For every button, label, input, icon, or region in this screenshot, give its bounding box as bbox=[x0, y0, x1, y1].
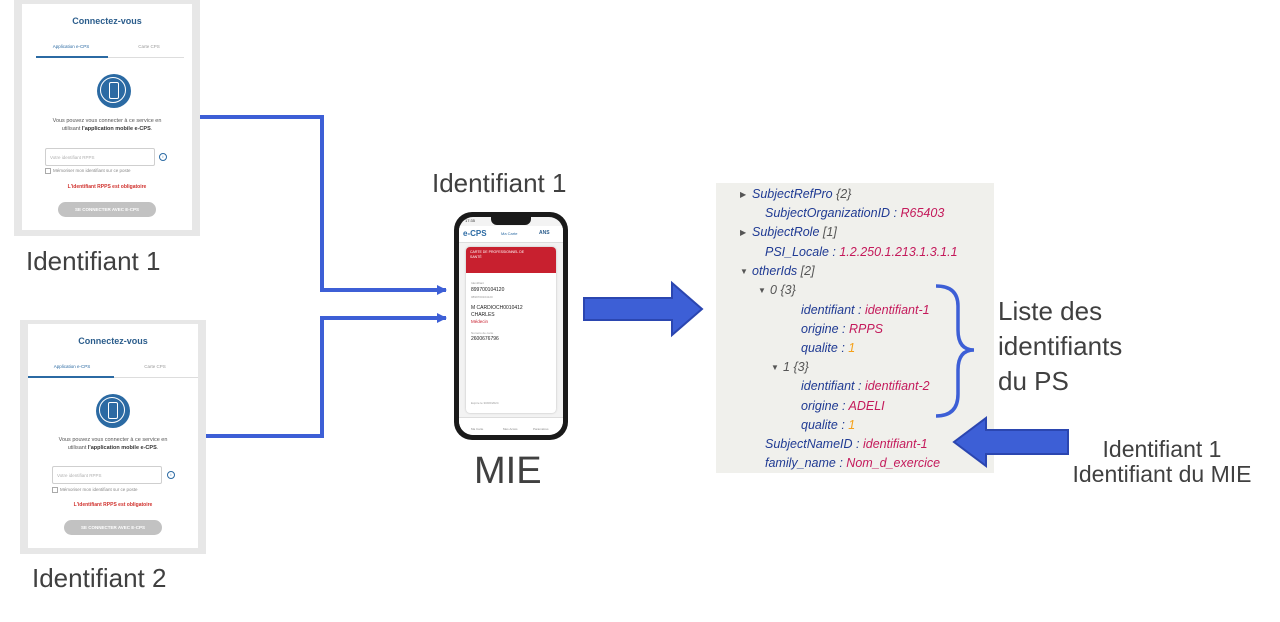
card-num: 2600676796 bbox=[471, 336, 499, 342]
tree-node[interactable]: ▶SubjectRefPro {2} bbox=[740, 187, 852, 201]
collapse-caret-icon[interactable]: ▼ bbox=[758, 286, 766, 295]
collapse-caret-icon[interactable]: ▼ bbox=[740, 267, 748, 276]
json-tree-panel: ▶SubjectRefPro {2} SubjectOrganizationID… bbox=[716, 183, 994, 473]
card-num-label: Numéro de carte bbox=[471, 331, 494, 335]
phone-top-label: Identifiant 1 bbox=[432, 168, 567, 198]
block-arrow-left bbox=[952, 416, 1069, 468]
block-arrow-right bbox=[583, 280, 704, 338]
name-line1: M CARDIOCH0010412 bbox=[471, 305, 523, 311]
active-tab-indicator bbox=[28, 376, 114, 378]
tree-node[interactable]: ▼otherIds [2] bbox=[740, 264, 815, 278]
login-description: Vous pouvez vous connecter à ce service … bbox=[58, 437, 168, 451]
tree-node: SubjectNameID : identifiant-1 bbox=[765, 437, 928, 451]
tab-carte-cps[interactable]: Carte CPS bbox=[138, 44, 160, 49]
login-card-1: Connectez-vous Application e-CPS Carte C… bbox=[22, 4, 192, 230]
error-message: L'identifiant RPPS est obligatoire bbox=[67, 184, 147, 190]
mie-identifier-note: Identifiant 1 Identifiant du MIE bbox=[1072, 436, 1252, 487]
bottom-nav: Ma Carte Mes Accès Paramètres bbox=[459, 417, 563, 435]
ans-logo: ANS bbox=[539, 230, 550, 236]
tree-node: qualite : 1 bbox=[801, 418, 856, 432]
tree-node[interactable]: ▼1 {3} bbox=[771, 360, 809, 374]
tree-node[interactable]: ▼0 {3} bbox=[758, 283, 796, 297]
login-panel-1: Connectez-vous Application e-CPS Carte C… bbox=[14, 0, 200, 236]
tree-node: identifiant : identifiant-2 bbox=[801, 379, 930, 393]
remember-checkbox[interactable]: Mémoriser mon identifiant sur ce poste bbox=[45, 168, 131, 174]
tree-node: qualite : 1 bbox=[801, 341, 856, 355]
id-value: 899700104120 bbox=[471, 287, 505, 293]
connect-ecps-button[interactable]: SE CONNECTER AVEC E-CPS bbox=[64, 520, 162, 535]
phone-screen: 17:35 e-CPS Ma Carte ANS CARTE DE PROFES… bbox=[459, 217, 563, 435]
tree-node: identifiant : identifiant-1 bbox=[801, 303, 930, 317]
tab-application-ecps[interactable]: Application e-CPS bbox=[53, 364, 91, 369]
tab-ma-carte[interactable]: Ma Carte bbox=[501, 231, 518, 236]
nav-mes-acces[interactable]: Mes Accès bbox=[503, 427, 518, 431]
collapse-caret-icon[interactable]: ▼ bbox=[771, 363, 779, 372]
rpps-input[interactable]: Votre identifiant RPPS bbox=[45, 148, 155, 166]
name-line2: CHARLES bbox=[471, 312, 495, 318]
info-icon[interactable]: i bbox=[167, 471, 175, 479]
connector-arrow-2 bbox=[206, 313, 447, 438]
ecps-logo: e-CPS bbox=[463, 229, 487, 238]
expiry: Expire le 30/06/2024 bbox=[471, 401, 499, 405]
id-label: Identifiant bbox=[471, 281, 485, 285]
status-time: 17:35 bbox=[465, 218, 476, 223]
tree-node: SubjectOrganizationID : R65403 bbox=[765, 206, 945, 220]
profession: Médecin bbox=[471, 319, 489, 324]
app-header: e-CPS Ma Carte ANS bbox=[459, 226, 563, 243]
tree-node[interactable]: ▶SubjectRole [1] bbox=[740, 225, 837, 239]
tab-application-ecps[interactable]: Application e-CPS bbox=[52, 44, 90, 49]
curly-brace bbox=[935, 284, 975, 418]
nav-parametres[interactable]: Paramètres bbox=[533, 427, 549, 431]
caption-identifiant-2: Identifiant 2 bbox=[32, 563, 167, 593]
id-sub: 0899700104120 bbox=[471, 295, 493, 299]
login-description: Vous pouvez vous connecter à ce service … bbox=[52, 118, 162, 132]
liste-identifiants-label: Liste des identifiants du PS bbox=[998, 296, 1123, 396]
card-band: CARTE DE PROFESSIONNEL DE SANTÉ bbox=[466, 247, 556, 273]
tree-node: origine : ADELI bbox=[801, 399, 885, 413]
mobile-phone-icon bbox=[96, 394, 130, 428]
mie-label: MIE bbox=[474, 450, 542, 492]
mobile-phone-icon bbox=[97, 74, 131, 108]
expand-caret-icon[interactable]: ▶ bbox=[740, 228, 747, 237]
tab-carte-cps[interactable]: Carte CPS bbox=[144, 364, 166, 369]
caption-identifiant-1: Identifiant 1 bbox=[26, 246, 161, 276]
rpps-input[interactable]: Votre identifiant RPPS bbox=[52, 466, 162, 484]
login-card-2: Connectez-vous Application e-CPS Carte C… bbox=[28, 324, 198, 548]
professional-card: CARTE DE PROFESSIONNEL DE SANTÉ Identifi… bbox=[466, 247, 556, 413]
connector-arrow-1 bbox=[200, 115, 447, 295]
login-title: Connectez-vous bbox=[72, 16, 142, 26]
login-title: Connectez-vous bbox=[78, 336, 148, 346]
expand-caret-icon[interactable]: ▶ bbox=[740, 190, 747, 199]
smartphone: 17:35 e-CPS Ma Carte ANS CARTE DE PROFES… bbox=[454, 212, 568, 440]
error-message: L'identifiant RPPS est obligatoire bbox=[73, 502, 153, 508]
connect-ecps-button[interactable]: SE CONNECTER AVEC E-CPS bbox=[58, 202, 156, 217]
login-panel-2: Connectez-vous Application e-CPS Carte C… bbox=[20, 320, 206, 554]
active-tab-indicator bbox=[36, 56, 108, 58]
tree-node: PSI_Locale : 1.2.250.1.213.1.3.1.1 bbox=[765, 245, 958, 259]
remember-checkbox[interactable]: Mémoriser mon identifiant sur ce poste bbox=[52, 487, 138, 493]
nav-ma-carte[interactable]: Ma Carte bbox=[471, 427, 484, 431]
tree-node: family_name : Nom_d_exercice bbox=[765, 456, 941, 470]
info-icon[interactable]: i bbox=[159, 153, 167, 161]
tree-node: origine : RPPS bbox=[801, 322, 883, 336]
